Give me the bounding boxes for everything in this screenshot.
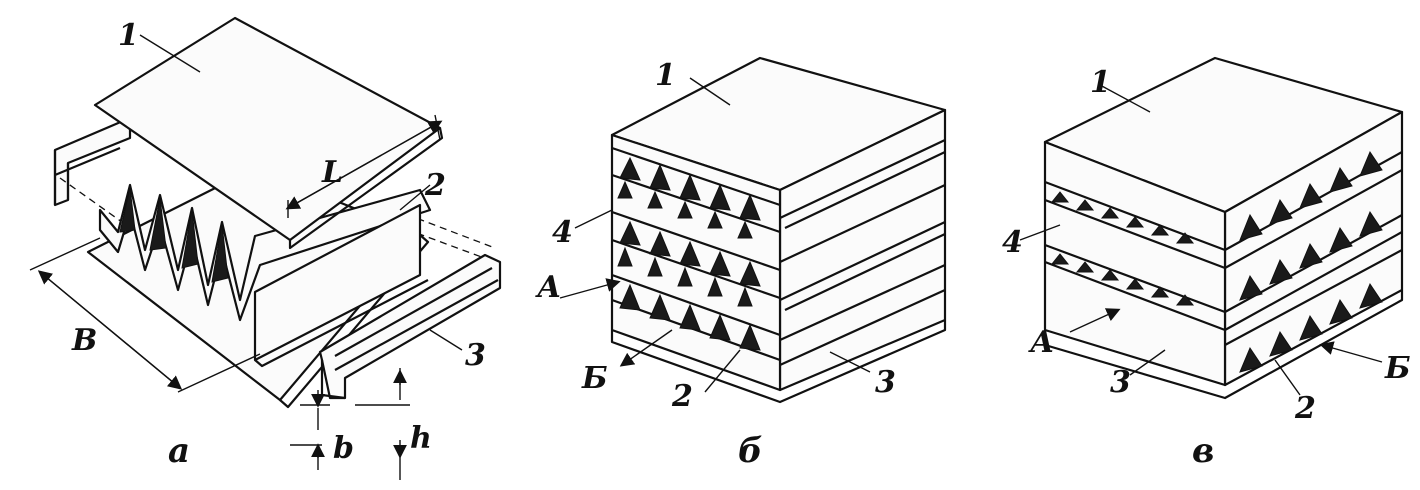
figure-a-label-plate: 1 [118, 18, 139, 53]
figure-a-drawing: 1 L 2 B 3 h b а [29, 16, 502, 480]
figure-v-label-bar: 3 [1110, 365, 1131, 400]
figure-v-caption: в [1192, 431, 1214, 471]
figure-v-label-flow-a: А [1028, 325, 1054, 360]
figure-b-flow-arrow-a [559, 278, 621, 299]
figure-a-caption: а [168, 431, 190, 471]
figure-b-label-fin: 2 [671, 379, 693, 414]
figure-v-leaders [1019, 84, 1301, 396]
figure-v-drawing: 1 4 А 3 2 Б в [1002, 56, 1411, 471]
figure-a-label-fin-height: h [410, 421, 432, 456]
figure-a-label-width: B [71, 323, 97, 358]
figure-v-label-flow-b: Б [1384, 351, 1411, 386]
figure-a-fin [98, 183, 432, 368]
figure-b-caption: б [738, 431, 763, 471]
figure-a-leaders [139, 34, 463, 351]
figure-v-label-fin: 2 [1294, 391, 1316, 426]
figure-b-flow-arrow-b [619, 329, 673, 367]
figure-b-label-bar: 3 [875, 365, 896, 400]
figure-a-label-length: L [321, 155, 343, 190]
figure-b-label-flow-a: А [535, 270, 561, 305]
figure-a-label-sheet-thickness: b [333, 431, 354, 466]
figure-a-left-bar [53, 116, 132, 207]
figure-v-flow-arrow-b [1319, 341, 1383, 363]
figure-v-label-separator: 4 [1002, 225, 1023, 260]
figure-v-fins [1050, 150, 1383, 373]
figure-a-dimensions [29, 114, 443, 480]
figure-v-label-plate: 1 [1090, 65, 1111, 100]
figure-v-front-face [1043, 140, 1227, 387]
figure-b-label-plate: 1 [655, 58, 676, 93]
figure-b-label-flow-b: Б [581, 361, 608, 396]
figure-v-flow-arrow-a [1069, 308, 1121, 333]
figure-b-leaders [574, 77, 871, 393]
figure-b-drawing: 1 4 А Б 2 3 б [535, 56, 947, 471]
figure-b-fins [617, 156, 761, 351]
figure-a-label-bar: 3 [465, 338, 486, 373]
figure-a-label-fin: 2 [424, 168, 446, 203]
figure-b-label-separator: 4 [552, 215, 573, 250]
